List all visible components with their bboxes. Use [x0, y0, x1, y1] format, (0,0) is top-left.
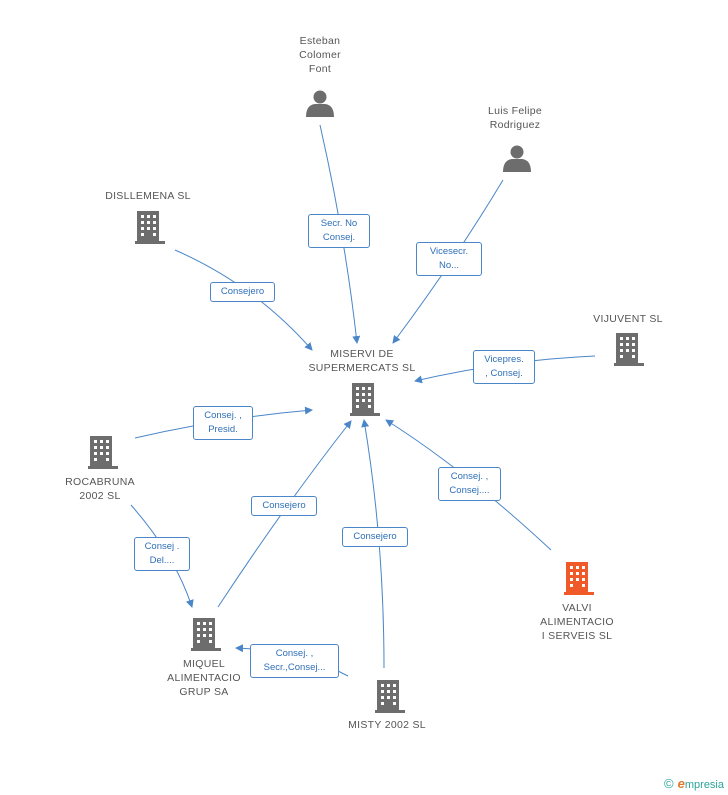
- edge-label-rocabruna-miquel[interactable]: Consej . Del....: [134, 537, 190, 571]
- node-label-esteban[interactable]: Esteban Colomer Font: [299, 35, 341, 75]
- edge-label-luis[interactable]: Vicesecr. No...: [416, 242, 482, 276]
- brand-e: e: [677, 776, 685, 791]
- edge-label-disllemena[interactable]: Consejero: [210, 282, 275, 302]
- edge-label-miquel[interactable]: Consejero: [251, 496, 317, 516]
- node-label-rocabruna[interactable]: ROCABRUNA 2002 SL: [65, 476, 135, 502]
- brand-logo: ©empresia: [664, 776, 724, 791]
- person-icon: [306, 90, 334, 117]
- node-label-disllemena[interactable]: DISLLEMENA SL: [105, 190, 191, 202]
- edge-label-esteban[interactable]: Secr. No Consej.: [308, 214, 370, 248]
- edge-label-misty-miquel[interactable]: Consej. , Secr.,Consej...: [250, 644, 339, 678]
- building-icon: [135, 211, 165, 244]
- edge-label-misty[interactable]: Consejero: [342, 527, 408, 547]
- edge-label-rocabruna[interactable]: Consej. , Presid.: [193, 406, 253, 440]
- brand-text: mpresia: [684, 779, 724, 791]
- node-label-vijuvent[interactable]: VIJUVENT SL: [593, 313, 663, 325]
- building-icon: [614, 333, 644, 366]
- node-label-misty[interactable]: MISTY 2002 SL: [348, 719, 426, 731]
- building-icon-highlight: [564, 562, 594, 595]
- copyright-icon: ©: [664, 776, 674, 791]
- building-icon: [191, 618, 221, 651]
- node-label-valvi[interactable]: VALVI ALIMENTACIO I SERVEIS SL: [540, 602, 614, 642]
- building-icon: [350, 383, 380, 416]
- building-icon: [375, 680, 405, 713]
- node-label-miquel[interactable]: MIQUEL ALIMENTACIO GRUP SA: [167, 658, 241, 698]
- person-icon: [503, 145, 531, 172]
- building-icon: [88, 436, 118, 469]
- edge-label-vijuvent[interactable]: Vicepres. , Consej.: [473, 350, 535, 384]
- node-label-luis[interactable]: Luis Felipe Rodriguez: [487, 105, 543, 131]
- edge-label-valvi[interactable]: Consej. , Consej....: [438, 467, 501, 501]
- node-label-center[interactable]: MISERVI DE SUPERMERCATS SL: [308, 348, 416, 374]
